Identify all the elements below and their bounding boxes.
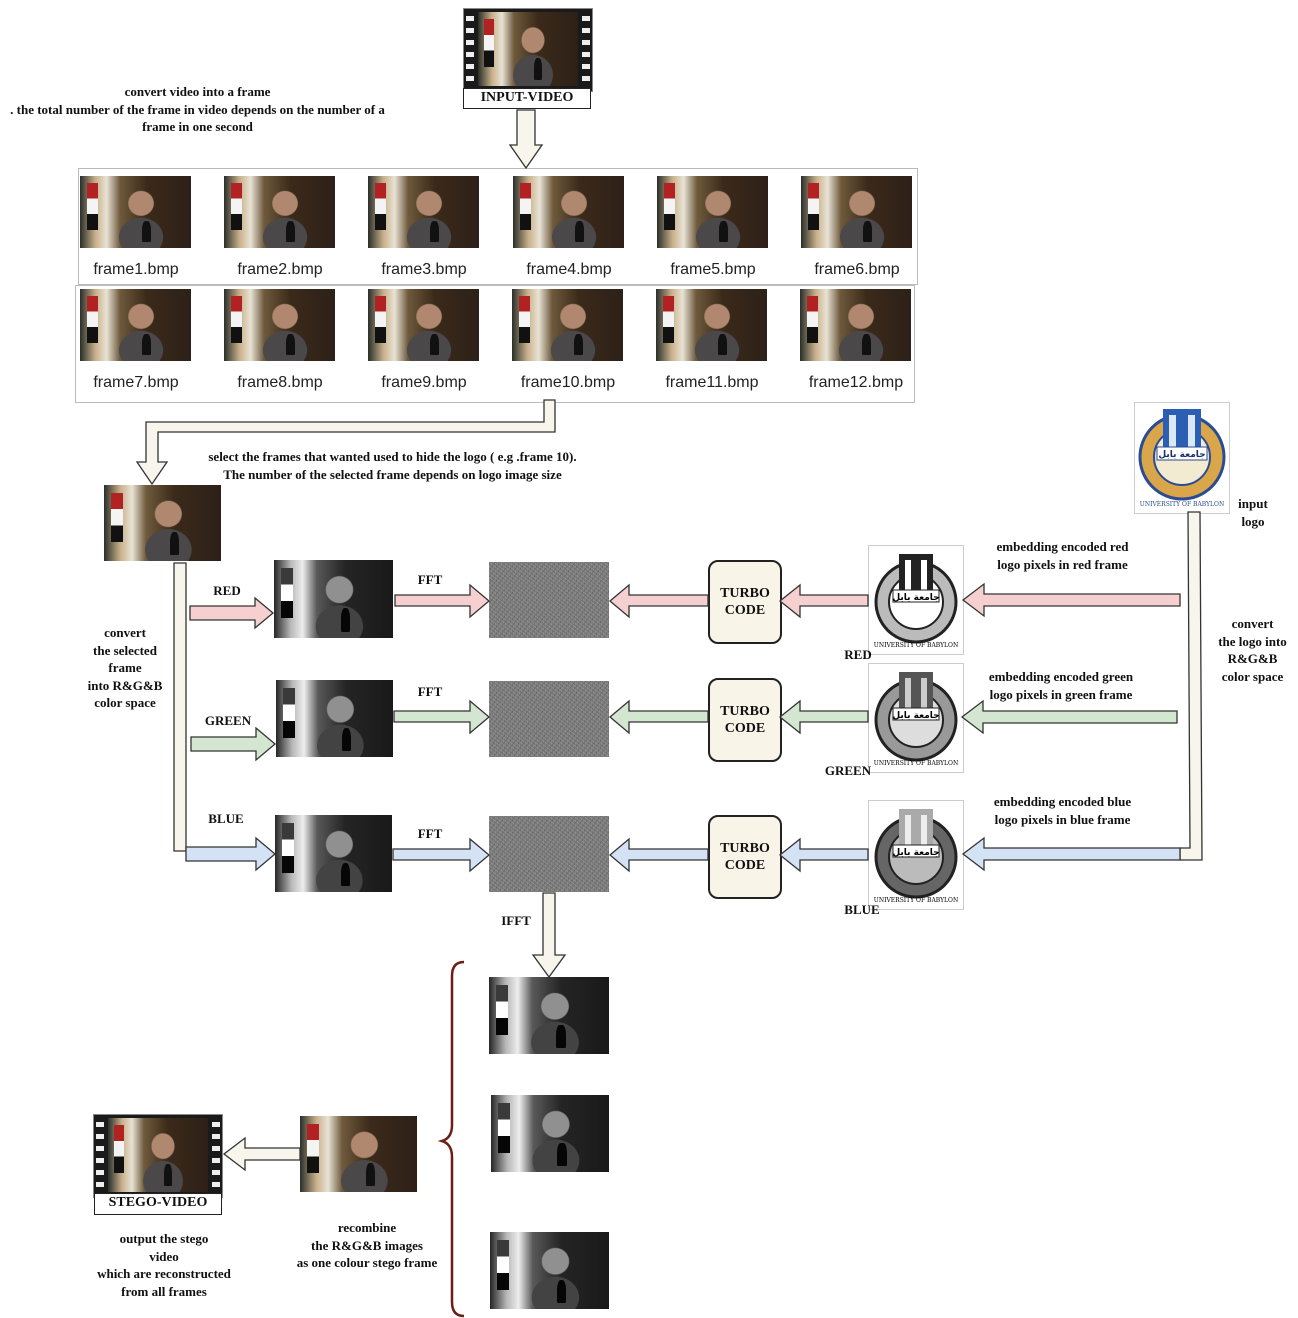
- input-video-thumbnail: [478, 12, 578, 86]
- frame-caption-11: frame11.bmp: [665, 374, 759, 391]
- logo-green-channel: جامعة بابل UNIVERSITY OF BABYLON: [868, 663, 964, 773]
- ifft-red-frame: [489, 977, 609, 1054]
- arrow-logo-to-turbo-green: [778, 699, 869, 735]
- connector-frame10-to-selected: [135, 399, 556, 486]
- fft-spectrum-red: [489, 562, 609, 638]
- logo-blue-arabic: جامعة بابل: [892, 848, 939, 858]
- recombined-stego-frame: [300, 1116, 417, 1192]
- logo-green-english: UNIVERSITY OF BABYLON: [874, 760, 958, 767]
- fft-label-green: FFT: [417, 684, 443, 699]
- arrow-recombined-to-stego: [222, 1136, 301, 1172]
- input-video-filmstrip: [463, 8, 593, 92]
- blue-channel-frame: [275, 815, 392, 892]
- logo-green-label: GREEN: [824, 763, 872, 778]
- frame-caption-6: frame6.bmp: [814, 261, 900, 278]
- frame-caption-9: frame9.bmp: [381, 374, 467, 391]
- stego-video-label: STEGO-VIDEO: [94, 1193, 222, 1215]
- input-logo-image: جامعة بابل UNIVERSITY OF BABYLON: [1134, 402, 1230, 514]
- frame-thumbnail-8: [224, 289, 335, 361]
- embed-blue-note: embedding encoded blue logo pixels in bl…: [993, 794, 1132, 827]
- fft-spectrum-blue: [489, 816, 609, 892]
- arrow-turbo-to-spectrum-red: [608, 583, 709, 619]
- frames-row-2: [75, 285, 915, 403]
- connector-selected-to-channels: [173, 562, 187, 852]
- arrow-fft-green: [393, 699, 491, 735]
- arrow-fft-red: [394, 583, 491, 619]
- arrow-input-to-logo-green: [960, 699, 1178, 735]
- connector-input-logo-down: [1179, 511, 1203, 861]
- arrow-to-blue-frame: [185, 836, 277, 872]
- frame-caption-7: frame7.bmp: [93, 374, 179, 391]
- input-logo-label: input logo: [1238, 496, 1268, 529]
- fft-spectrum-green: [489, 681, 609, 757]
- turbo-code-green: TURBO CODE: [708, 678, 782, 762]
- frame-caption-12: frame12.bmp: [808, 374, 904, 391]
- arrow-input-to-logo-blue: [961, 836, 1181, 872]
- frame-thumbnail-5: [657, 176, 768, 248]
- logo-red-arabic: جامعة بابل: [892, 593, 939, 603]
- arrow-logo-to-turbo-red: [778, 583, 869, 619]
- embed-red-note: embedding encoded red logo pixels in red…: [996, 539, 1129, 572]
- red-channel-frame: [274, 560, 393, 638]
- input-video-label: INPUT-VIDEO: [463, 88, 591, 109]
- frame-thumbnail-7: [80, 289, 191, 361]
- arrow-logo-to-turbo-blue: [778, 837, 869, 873]
- frame-thumbnail-9: [368, 289, 479, 361]
- frame-caption-8: frame8.bmp: [237, 374, 323, 391]
- logo-blue-english: UNIVERSITY OF BABYLON: [874, 897, 958, 904]
- convert-logo-note: convert the logo into R&G&B color space: [1218, 616, 1287, 684]
- frame-caption-5: frame5.bmp: [670, 261, 756, 278]
- frame-thumbnail-2: [224, 176, 335, 248]
- frame-thumbnail-3: [368, 176, 479, 248]
- arrow-fft-blue: [392, 837, 491, 873]
- stego-video-thumbnail: [108, 1118, 208, 1192]
- arrow-video-to-frames: [508, 109, 544, 170]
- blue-channel-label: BLUE: [208, 811, 244, 826]
- green-channel-label: GREEN: [204, 713, 252, 728]
- select-frames-note: select the frames that wanted used to hi…: [208, 449, 577, 482]
- frame-caption-3: frame3.bmp: [381, 261, 467, 278]
- frame-caption-2: frame2.bmp: [237, 261, 323, 278]
- input-logo-arabic: جامعة بابل: [1158, 450, 1205, 460]
- ifft-label: IFFT: [501, 913, 531, 928]
- frame-thumbnail-1: [80, 176, 191, 248]
- turbo-code-red: TURBO CODE: [708, 560, 782, 644]
- frame-thumbnail-12: [800, 289, 911, 361]
- recombine-note: recombine the R&G&B images as one colour…: [296, 1220, 438, 1270]
- logo-red-english: UNIVERSITY OF BABYLON: [874, 642, 958, 649]
- output-stego-note: output the stego video which are reconst…: [97, 1231, 231, 1299]
- frame-caption-10: frame10.bmp: [520, 374, 616, 391]
- frame-caption-4: frame4.bmp: [526, 261, 612, 278]
- logo-green-arabic: جامعة بابل: [892, 711, 939, 721]
- logo-red-label: RED: [844, 647, 872, 662]
- arrow-to-red-frame: [189, 596, 275, 630]
- frame-thumbnail-11: [656, 289, 767, 361]
- convert-rgb-note: convert the selected frame into R&G&B co…: [87, 625, 163, 710]
- ifft-green-frame: [491, 1095, 609, 1172]
- frame-thumbnail-6: [801, 176, 912, 248]
- recombine-brace: [437, 960, 465, 1318]
- frame-thumbnail-10: [512, 289, 623, 361]
- frames-row-1: [78, 168, 918, 285]
- convert-video-note: convert video into a frame . the total n…: [10, 84, 385, 134]
- embed-green-note: embedding encoded green logo pixels in g…: [988, 669, 1134, 702]
- red-channel-label: RED: [213, 583, 241, 598]
- logo-red-channel: جامعة بابل UNIVERSITY OF BABYLON: [868, 545, 964, 655]
- fft-label-red: FFT: [417, 572, 443, 587]
- arrow-to-green-frame: [190, 726, 277, 762]
- arrow-ifft-down: [531, 892, 567, 979]
- turbo-code-blue: TURBO CODE: [708, 815, 782, 899]
- arrow-turbo-to-spectrum-blue: [608, 837, 709, 873]
- input-logo-english: UNIVERSITY OF BABYLON: [1140, 501, 1224, 508]
- fft-label-blue: FFT: [417, 826, 443, 841]
- selected-frame: [104, 485, 221, 561]
- ifft-blue-frame: [490, 1232, 609, 1309]
- arrow-input-to-logo-red: [961, 582, 1181, 618]
- logo-blue-label: BLUE: [844, 902, 880, 917]
- arrow-turbo-to-spectrum-green: [608, 699, 709, 735]
- green-channel-frame: [276, 680, 393, 757]
- frame-caption-1: frame1.bmp: [93, 261, 179, 278]
- frame-thumbnail-4: [513, 176, 624, 248]
